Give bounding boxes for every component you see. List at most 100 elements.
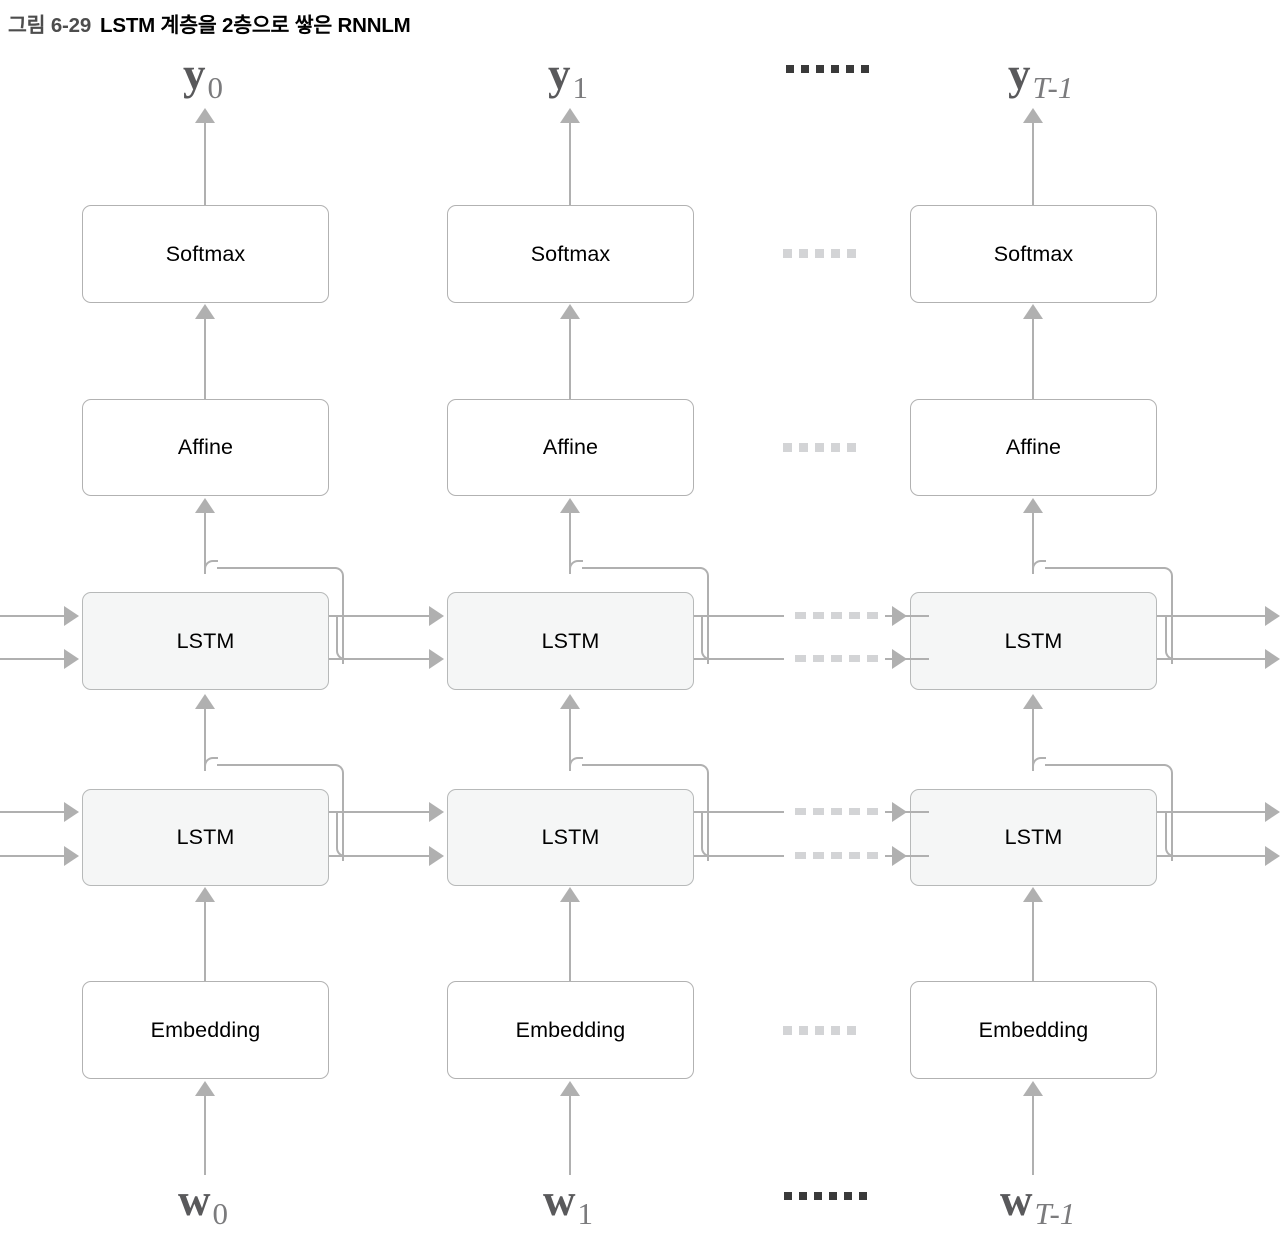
affine-box-t1[interactable]: Affine	[447, 399, 694, 496]
lstm-lower-box-tT-1[interactable]: LSTM	[910, 789, 1157, 886]
recurrent-in-upper-h-left	[0, 658, 66, 660]
arrowhead-lstm-lower-to-upper-t1	[560, 694, 580, 709]
input-symbol: w	[1000, 1175, 1033, 1225]
output-subscript: T-1	[1032, 70, 1074, 105]
arrowhead-lstm-lower-to-upper-tT-1	[1023, 694, 1043, 709]
arrowhead-recurrent-upper-c-tT-1	[892, 606, 907, 626]
output-symbol: y	[1008, 49, 1031, 99]
recurrent-in-lower-c-left	[0, 811, 66, 813]
arrowhead-softmax-to-output-tT-1	[1023, 108, 1043, 123]
recurrent-out-upper-h-right	[1157, 658, 1267, 660]
arrowhead-input-to-embedding-t0	[195, 1081, 215, 1096]
arrowhead-affine-to-softmax-tT-1	[1023, 304, 1043, 319]
connector-affine-to-softmax-t0	[204, 318, 206, 399]
arrowhead-recurrent-lower-h-t0-t1	[429, 846, 444, 866]
embedding-label: Embedding	[515, 1017, 626, 1042]
tap-corner-upper-tT-1	[1165, 617, 1179, 660]
lstm-label: LSTM	[176, 825, 235, 849]
softmax-label: Softmax	[530, 241, 611, 266]
arrowhead-recurrent-lower-c-tT-1	[892, 802, 907, 822]
softmax-box-tT-1[interactable]: Softmax	[910, 205, 1157, 303]
lstm-lower-box-t1[interactable]: LSTM	[447, 789, 694, 886]
arrowhead-recurrent-out-lower-h-right	[1265, 846, 1280, 866]
recurrent-lower-h-t0-t1	[329, 855, 431, 857]
connector-input-to-embedding-t1	[569, 1095, 571, 1175]
corner-branch-upper-tT-1	[1032, 560, 1046, 574]
lstm-label: LSTM	[541, 825, 600, 849]
corner-branch-lower-tT-1	[1032, 757, 1046, 771]
corner-branch-upper-t1	[569, 560, 583, 574]
arrowhead-recurrent-in-upper-h-left	[64, 649, 79, 669]
corner-branch-lower-right-tT-1	[1159, 764, 1173, 780]
corner-branch-lower-right-t1	[695, 764, 709, 780]
arrowhead-recurrent-in-lower-h-left	[64, 846, 79, 866]
arrowhead-affine-to-softmax-t0	[195, 304, 215, 319]
softmax-box-t0[interactable]: Softmax	[82, 205, 329, 303]
branch-horizontal-upper-t0	[217, 567, 336, 569]
figure-number: 그림 6-29	[8, 14, 92, 37]
recurrent-out-lower-h-right	[1157, 855, 1267, 857]
ellipsis-output-row	[786, 65, 869, 73]
connector-input-to-embedding-tT-1	[1032, 1095, 1034, 1175]
connector-softmax-to-output-t1	[569, 110, 571, 205]
lstm-upper-box-t0[interactable]: LSTM	[82, 592, 329, 690]
arrowhead-input-to-embedding-t1	[560, 1081, 580, 1096]
connector-affine-to-softmax-tT-1	[1032, 318, 1034, 399]
recurrent-out-upper-c-right	[1157, 615, 1267, 617]
recurrent-out-lower-c-right	[1157, 811, 1267, 813]
arrowhead-recurrent-upper-h-tT-1	[892, 649, 907, 669]
corner-branch-upper-right-tT-1	[1159, 567, 1173, 583]
arrowhead-embedding-to-lstm-t1	[560, 887, 580, 902]
softmax-box-t1[interactable]: Softmax	[447, 205, 694, 303]
recurrent-upper-h-t1-dots	[694, 658, 784, 660]
recurrent-upper-c-t1-dots	[694, 615, 784, 617]
lstm-label: LSTM	[1004, 825, 1063, 849]
arrowhead-recurrent-in-lower-c-left	[64, 802, 79, 822]
connector-embedding-to-lstm-t1	[569, 900, 571, 981]
corner-branch-lower-t0	[204, 757, 218, 771]
tap-corner-lower-t0	[336, 813, 350, 857]
output-label-t1: y1	[548, 52, 588, 104]
connector-lstm-upper-to-affine-t0	[204, 512, 206, 569]
recurrent-in-upper-c-left	[0, 615, 66, 617]
affine-box-tT-1[interactable]: Affine	[910, 399, 1157, 496]
affine-label: Affine	[1005, 435, 1062, 459]
arrowhead-recurrent-upper-h-t0-t1	[429, 649, 444, 669]
arrowhead-softmax-to-output-t0	[195, 108, 215, 123]
lstm-label: LSTM	[1004, 628, 1063, 653]
affine-label: Affine	[542, 435, 599, 459]
ellipsis-input-row	[784, 1192, 867, 1200]
tap-corner-lower-tT-1	[1165, 813, 1179, 857]
embedding-box-t0[interactable]: Embedding	[82, 981, 329, 1079]
input-subscript: T-1	[1034, 1196, 1076, 1231]
lstm-upper-box-t1[interactable]: LSTM	[447, 592, 694, 690]
arrowhead-recurrent-out-upper-c-right	[1265, 606, 1280, 626]
arrowhead-recurrent-out-lower-c-right	[1265, 802, 1280, 822]
recurrent-upper-h-t0-t1	[329, 658, 431, 660]
arrowhead-embedding-to-lstm-t0	[195, 887, 215, 902]
branch-horizontal-lower-tT-1	[1045, 764, 1165, 766]
connector-lstm-upper-to-affine-t1	[569, 512, 571, 569]
arrowhead-lstm-upper-to-affine-t1	[560, 498, 580, 513]
recurrent-upper-c-t0-t1	[329, 615, 431, 617]
arrowhead-lstm-upper-to-affine-t0	[195, 498, 215, 513]
arrowhead-recurrent-lower-h-tT-1	[892, 846, 907, 866]
input-subscript: 0	[212, 1196, 229, 1231]
arrowhead-softmax-to-output-t1	[560, 108, 580, 123]
recurrent-lower-h-t1-dots	[694, 855, 784, 857]
connector-lstm-lower-to-upper-t0	[204, 709, 206, 766]
affine-box-t0[interactable]: Affine	[82, 399, 329, 496]
output-label-tT-1: yT-1	[1008, 49, 1073, 104]
ellipsis-softmax-row	[783, 249, 856, 258]
recurrent-lower-c-t1-dots	[694, 811, 784, 813]
lstm-label: LSTM	[176, 628, 235, 653]
lstm-upper-box-tT-1[interactable]: LSTM	[910, 592, 1157, 690]
corner-branch-upper-t0	[204, 560, 218, 574]
ellipsis-affine-row	[783, 443, 856, 452]
embedding-box-t1[interactable]: Embedding	[447, 981, 694, 1079]
embedding-box-tT-1[interactable]: Embedding	[910, 981, 1157, 1079]
lstm-lower-box-t0[interactable]: LSTM	[82, 789, 329, 886]
recurrent-lower-h-dots-tT-1	[885, 855, 929, 857]
